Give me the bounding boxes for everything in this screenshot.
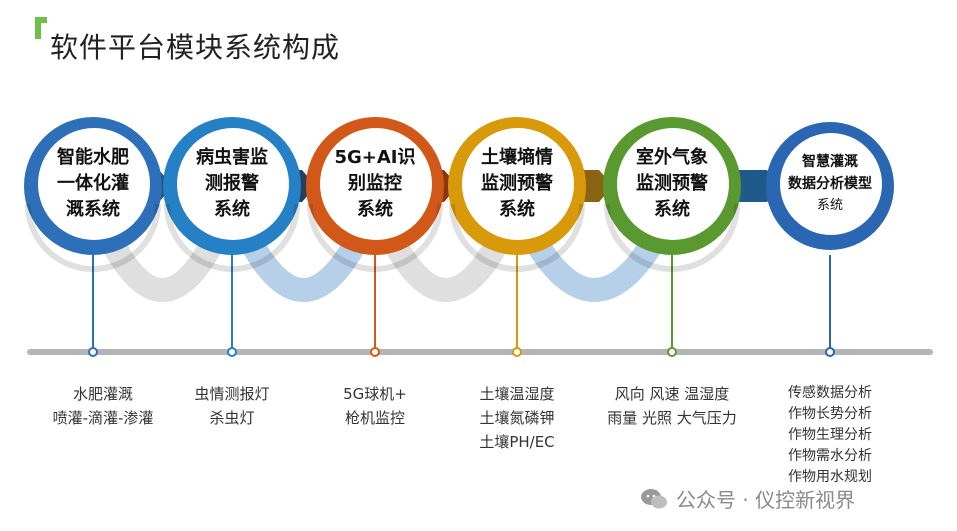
module-core xyxy=(617,128,729,240)
wave-arc xyxy=(383,232,509,302)
module-core xyxy=(462,128,574,240)
timeline-marker xyxy=(88,347,98,357)
module-title-line: 系统 xyxy=(816,198,843,213)
module-title-line: 溉系统 xyxy=(66,199,120,220)
module-title-line: 5G+AI识 xyxy=(334,147,416,168)
module-title-line: 一体化灌 xyxy=(57,173,129,194)
timeline-marker xyxy=(370,347,380,357)
module-details: 土壤温湿度土壤氮磷钾土壤PH/EC xyxy=(432,382,602,454)
module-core xyxy=(38,128,150,240)
watermark-text: 公众号 · 仪控新视界 xyxy=(676,488,856,512)
module-core xyxy=(177,128,289,240)
wave-arc xyxy=(525,232,664,302)
module-title-line: 数据分析模型 xyxy=(788,176,872,192)
module-detail-line: 5G球机+ xyxy=(343,385,407,403)
module-detail-line: 传感数据分析 xyxy=(788,385,872,401)
module-detail-line: 作物生理分析 xyxy=(788,427,872,443)
module-title: 病虫害监测报警系统 xyxy=(172,142,292,226)
module-detail-line: 虫情测报灯 xyxy=(194,385,270,403)
module-details: 风向 风速 温湿度雨量 光照 大气压力 xyxy=(587,382,757,430)
module-title: 土壤墒情监测预警系统 xyxy=(457,142,577,226)
module-details: 传感数据分析作物长势分析作物生理分析作物需水分析作物用水规划 xyxy=(770,383,890,488)
wave-arc xyxy=(101,232,224,302)
module-title: 室外气象监测预警系统 xyxy=(612,142,732,226)
page-title: 软件平台模块系统构成 xyxy=(50,31,341,64)
module-detail-line: 水肥灌溉 xyxy=(72,385,133,403)
module-details: 水肥灌溉喷灌-滴灌-渗灌 xyxy=(18,382,188,430)
timeline-marker xyxy=(512,347,522,357)
module-detail-line: 雨量 光照 大气压力 xyxy=(607,409,737,427)
module-detail-line: 作物长势分析 xyxy=(788,406,872,422)
module-title-line: 智慧灌溉 xyxy=(802,154,858,170)
module-core xyxy=(780,133,882,235)
module-detail-line: 作物需水分析 xyxy=(788,448,872,464)
module-detail-line: 杀虫灯 xyxy=(209,409,255,427)
module-title-line: 土壤墒情 xyxy=(481,147,553,168)
module-title-line: 监测预警 xyxy=(481,173,553,194)
module-title-line: 系统 xyxy=(357,199,393,220)
timeline-marker xyxy=(227,347,237,357)
module-detail-line: 枪机监控 xyxy=(344,409,405,427)
module-details: 虫情测报灯杀虫灯 xyxy=(147,382,317,430)
ring-shadow xyxy=(164,203,300,272)
module-title-line: 室外气象 xyxy=(636,147,708,168)
module-detail-line: 喷灌-滴灌-渗灌 xyxy=(52,409,154,427)
module-core xyxy=(320,128,432,240)
module-detail-line: 土壤氮磷钾 xyxy=(479,409,555,427)
ring-shadow xyxy=(25,203,161,272)
module-detail-line: 风向 风速 温湿度 xyxy=(614,385,730,403)
logo-mark-icon xyxy=(35,17,47,39)
module-title-line: 系统 xyxy=(499,199,535,220)
ring-shadow xyxy=(307,203,443,272)
wechat-icon xyxy=(641,488,667,508)
module-title-line: 别监控 xyxy=(348,173,402,194)
module-title-line: 系统 xyxy=(654,199,690,220)
module-details: 5G球机+ 枪机监控 xyxy=(290,382,460,430)
timeline-marker xyxy=(825,347,835,357)
ring-shadow xyxy=(604,203,740,272)
wave-arc xyxy=(240,232,367,302)
module-title-line: 测报警 xyxy=(205,173,259,194)
module-title-line: 系统 xyxy=(214,199,250,220)
module-title-line: 监测预警 xyxy=(636,173,708,194)
module-title-line: 智能水肥 xyxy=(57,147,129,168)
module-title-line: 病虫害监 xyxy=(196,147,268,168)
module-title: 智能水肥一体化灌溉系统 xyxy=(33,142,153,226)
ring-shadow xyxy=(449,203,585,272)
module-title: 5G+AI识别监控系统 xyxy=(315,142,435,226)
module-title: 智慧灌溉数据分析模型系统 xyxy=(770,142,890,226)
module-detail-line: 土壤温湿度 xyxy=(479,385,555,403)
module-detail-line: 作物用水规划 xyxy=(788,469,872,485)
watermark: 公众号 · 仪控新视界 xyxy=(640,484,855,513)
timeline-marker xyxy=(667,347,677,357)
module-detail-line: 土壤PH/EC xyxy=(479,433,555,451)
